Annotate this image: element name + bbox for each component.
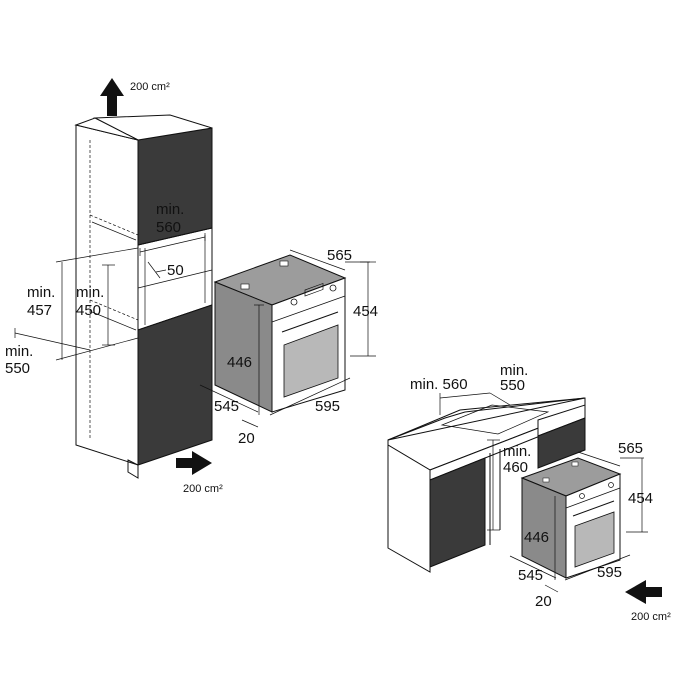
width-dimension xyxy=(139,233,206,256)
oven-2-front: 20 xyxy=(535,593,552,610)
height-dimension-450 xyxy=(102,264,115,346)
depth-dimension xyxy=(14,328,91,351)
oven-1-height: 454 xyxy=(353,303,378,320)
gap-value: 50 xyxy=(167,262,184,279)
width-min-value: 560 xyxy=(156,219,181,236)
ventilation-right-label: 200 cm² xyxy=(631,611,671,623)
tall-cabinet xyxy=(74,114,213,479)
ventilation-top-arrow-icon xyxy=(100,78,124,116)
oven-1 xyxy=(213,254,347,413)
oven-1-inner-height: 446 xyxy=(227,354,252,371)
under-counter-depth-min-label: min. xyxy=(500,362,528,379)
under-counter-height-min-value: 460 xyxy=(503,459,528,476)
oven-2 xyxy=(520,457,622,579)
oven-1-front: 20 xyxy=(238,430,255,447)
under-counter-height-min-label: min. xyxy=(503,443,531,460)
oven-1-depth: 565 xyxy=(327,247,352,264)
height-min1-value: 457 xyxy=(27,302,52,319)
under-counter-width-min: min. 560 xyxy=(410,376,468,393)
oven-1-width: 595 xyxy=(315,398,340,415)
depth-min-label: min. xyxy=(5,343,33,360)
oven-2-inner-depth: 545 xyxy=(518,567,543,584)
height-min2-label: min. xyxy=(76,284,104,301)
oven-2-depth: 565 xyxy=(618,440,643,457)
oven-1-dimensions xyxy=(199,249,376,428)
depth-min-value: 550 xyxy=(5,360,30,377)
width-min-label: min. xyxy=(156,201,184,218)
oven-2-width: 595 xyxy=(597,564,622,581)
under-counter-cabinet xyxy=(387,392,586,573)
oven-2-height: 454 xyxy=(628,490,653,507)
oven-2-dimensions xyxy=(509,451,648,593)
oven-1-inner-depth: 545 xyxy=(214,398,239,415)
ventilation-bottom-arrow-icon xyxy=(176,451,212,475)
height-min2-value: 450 xyxy=(76,302,101,319)
under-counter-depth-min-value: 550 xyxy=(500,377,525,394)
height-min1-label: min. xyxy=(27,284,55,301)
gap-dimension xyxy=(147,261,167,279)
ventilation-right-arrow-icon xyxy=(625,580,662,604)
oven-2-inner-height: 446 xyxy=(524,529,549,546)
ventilation-top-label: 200 cm² xyxy=(130,81,170,93)
ventilation-bottom-label: 200 cm² xyxy=(183,483,223,495)
